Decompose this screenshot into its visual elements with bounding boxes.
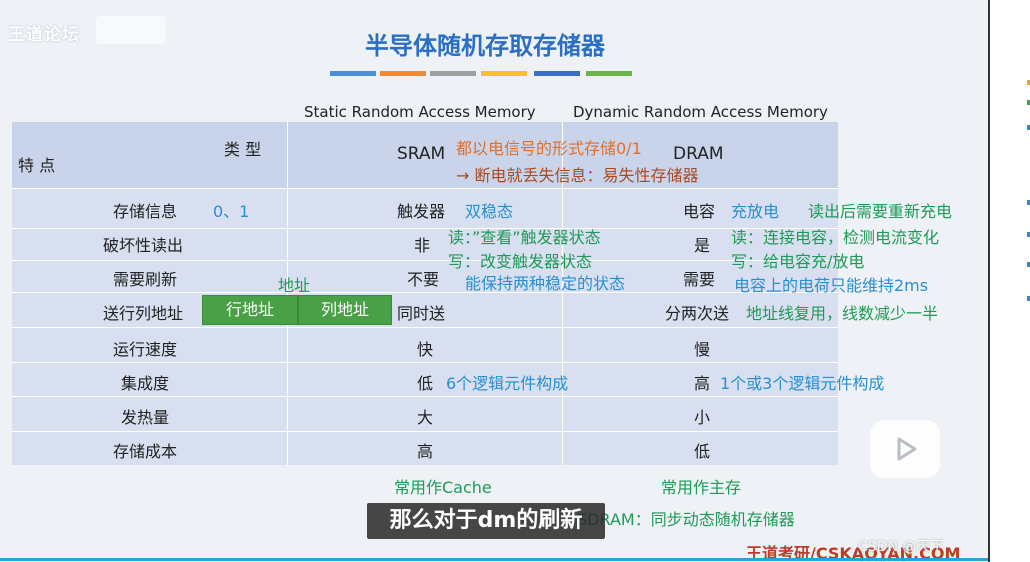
header-note-line2: → 断电就丢失信息：易失性存储器	[456, 166, 699, 185]
sram-refresh-note: 能保持两种稳定的状态	[465, 274, 626, 293]
sram-usage-note: 常用作Cache	[394, 478, 492, 497]
header-type-label: 类 型	[224, 140, 262, 159]
color-bar-6	[586, 71, 632, 76]
color-bar-5	[534, 71, 580, 76]
table-header-row	[12, 122, 838, 188]
progress-line	[0, 558, 988, 561]
sram-heat: 大	[417, 408, 434, 427]
sram-cost: 高	[417, 442, 434, 461]
dram-cost: 低	[694, 442, 711, 461]
watermark: 王道论坛	[8, 25, 80, 45]
color-bar-3	[430, 71, 476, 76]
color-bar-1	[330, 71, 376, 76]
play-button[interactable]	[870, 420, 940, 478]
row-divider	[12, 396, 838, 397]
side-marker	[1027, 232, 1030, 237]
side-marker	[1027, 200, 1030, 205]
dram-address: 分两次送	[665, 304, 730, 323]
header-note-line1: 都以电信号的形式存储0/1	[456, 139, 642, 158]
row-address-box: 行地址	[202, 295, 298, 325]
dram-storage-note2: 读出后需要重新充电	[808, 202, 953, 221]
row-label-storage-info: 存储信息	[113, 202, 178, 221]
address-note: 地址	[278, 276, 311, 295]
dram-storage-info: 电容	[683, 202, 716, 221]
color-bar-2	[380, 71, 426, 76]
sdram-note: SDRAM：同步动态随机存储器	[577, 510, 795, 529]
side-marker	[1027, 100, 1030, 105]
sram-read-note: 读：”查看”触发器状态	[448, 228, 601, 247]
dram-usage-note: 常用作主存	[661, 478, 742, 497]
dram-integration: 高	[694, 374, 711, 393]
side-marker	[1027, 262, 1030, 267]
row-label-integration: 集成度	[121, 374, 170, 393]
dram-speed: 慢	[694, 340, 711, 359]
dram-destructive-read: 是	[694, 236, 711, 255]
dram-refresh: 需要	[683, 270, 716, 289]
dram-integration-note: 1个或3个逻辑元件构成	[720, 374, 885, 393]
right-side-panel	[988, 0, 1030, 562]
side-marker	[1027, 125, 1030, 130]
dram-full-name: Dynamic Random Access Memory	[573, 103, 828, 121]
column-address-box: 列地址	[298, 295, 392, 325]
header-dram: DRAM	[673, 144, 724, 164]
dram-read-note: 读：连接电容，检测电流变化	[731, 228, 940, 247]
sram-storage-note: 双稳态	[465, 202, 514, 221]
col-divider-2	[562, 122, 563, 465]
sram-full-name: Static Random Access Memory	[304, 103, 536, 121]
play-icon	[897, 437, 917, 461]
row-divider	[12, 228, 838, 229]
dram-storage-note: 充放电	[731, 202, 780, 221]
dram-heat: 小	[694, 408, 711, 427]
sram-write-note: 写：改变触发器状态	[448, 252, 593, 271]
sram-destructive-read: 非	[414, 236, 431, 255]
sram-address: 同时送	[397, 304, 446, 323]
footer-logo: 王道考研/CSKAOYAN.COM	[746, 544, 961, 562]
sram-integration: 低	[417, 374, 434, 393]
slide: 王道论坛 半导体随机存取存储器 Static Random Access Mem…	[0, 0, 988, 562]
row-divider	[12, 292, 838, 293]
row-label-destructive-read: 破坏性读出	[103, 236, 184, 255]
row-label-heat: 发热量	[121, 408, 170, 427]
watermark-logo	[96, 16, 166, 44]
row-divider	[12, 188, 838, 189]
row-divider	[12, 362, 838, 363]
row-divider	[12, 431, 838, 432]
sram-storage-info: 触发器	[397, 202, 446, 221]
row-note-01: 0、1	[213, 202, 250, 221]
row-divider	[12, 327, 838, 328]
row-label-refresh: 需要刷新	[113, 270, 178, 289]
color-bar-4	[481, 71, 527, 76]
row-label-address: 送行列地址	[103, 304, 184, 323]
dram-address-note: 地址线复用，线数减少一半	[746, 304, 939, 323]
side-marker	[1027, 296, 1030, 301]
col-divider-1	[287, 122, 288, 465]
row-label-cost: 存储成本	[113, 442, 178, 461]
sram-speed: 快	[417, 340, 434, 359]
row-label-speed: 运行速度	[113, 340, 178, 359]
sram-integration-note: 6个逻辑元件构成	[446, 374, 569, 393]
row-divider	[12, 260, 838, 261]
header-feature-label: 特 点	[18, 156, 56, 175]
sram-refresh: 不要	[407, 270, 440, 289]
dram-refresh-note: 电容上的电荷只能维持2ms	[734, 276, 929, 295]
slide-title: 半导体随机存取存储器	[365, 32, 605, 60]
header-sram: SRAM	[397, 144, 446, 164]
video-subtitle: 那么对于dm的刷新	[367, 503, 605, 539]
dram-write-note: 写：给电容充/放电	[731, 252, 865, 271]
side-marker	[1027, 80, 1030, 85]
